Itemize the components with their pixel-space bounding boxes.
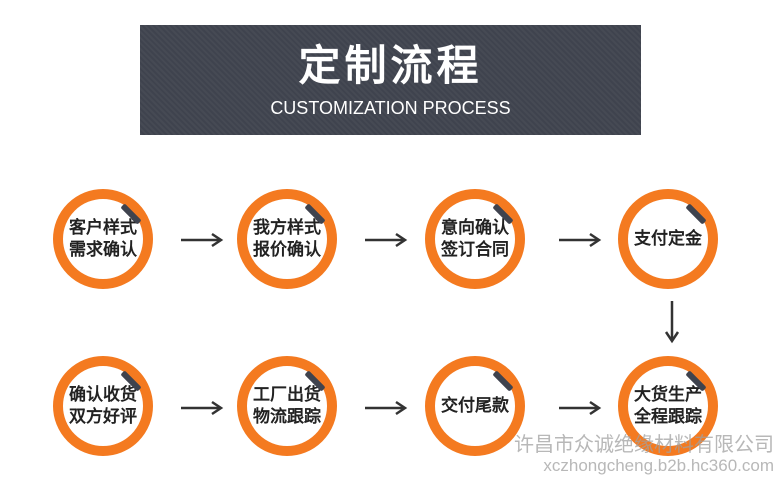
step-8-circle: 确认收货 双方好评	[53, 356, 153, 456]
step-5-circle: 大货生产 全程跟踪	[618, 356, 718, 456]
page-title: 定制流程	[298, 41, 483, 90]
step-2-label: 我方样式 报价确认	[253, 218, 321, 260]
step-6-circle: 交付尾款	[425, 356, 525, 456]
step-2-circle: 我方样式 报价确认	[237, 189, 337, 289]
watermark-url: xczhongcheng.b2b.hc360.com	[543, 456, 774, 475]
step-6-label: 交付尾款	[441, 396, 509, 416]
step-4-circle: 支付定金	[618, 189, 718, 289]
step-1-label: 客户样式 需求确认	[69, 218, 137, 260]
step-3-circle: 意向确认 签订合同	[425, 189, 525, 289]
step-1-circle: 客户样式 需求确认	[53, 189, 153, 289]
ring-notch	[685, 203, 707, 225]
step-3-label: 意向确认 签订合同	[441, 218, 509, 260]
page-subtitle: CUSTOMIZATION PROCESS	[270, 98, 511, 118]
arrow-down-icon	[664, 301, 680, 344]
arrow-right-icon	[559, 400, 602, 416]
step-5-label: 大货生产 全程跟踪	[634, 385, 702, 427]
arrow-right-icon	[365, 232, 408, 248]
header-banner: 定制流程 CUSTOMIZATION PROCESS	[140, 25, 641, 135]
arrow-right-icon	[181, 232, 224, 248]
step-7-circle: 工厂出货 物流跟踪	[237, 356, 337, 456]
watermark-company: 许昌市众诚绝缘材料有限公司	[514, 432, 774, 456]
arrow-right-icon	[365, 400, 408, 416]
step-8-label: 确认收货 双方好评	[69, 385, 137, 427]
ring-notch	[492, 370, 514, 392]
step-4-label: 支付定金	[634, 229, 702, 249]
arrow-right-icon	[181, 400, 224, 416]
arrow-right-icon	[559, 232, 602, 248]
step-7-label: 工厂出货 物流跟踪	[253, 385, 321, 427]
